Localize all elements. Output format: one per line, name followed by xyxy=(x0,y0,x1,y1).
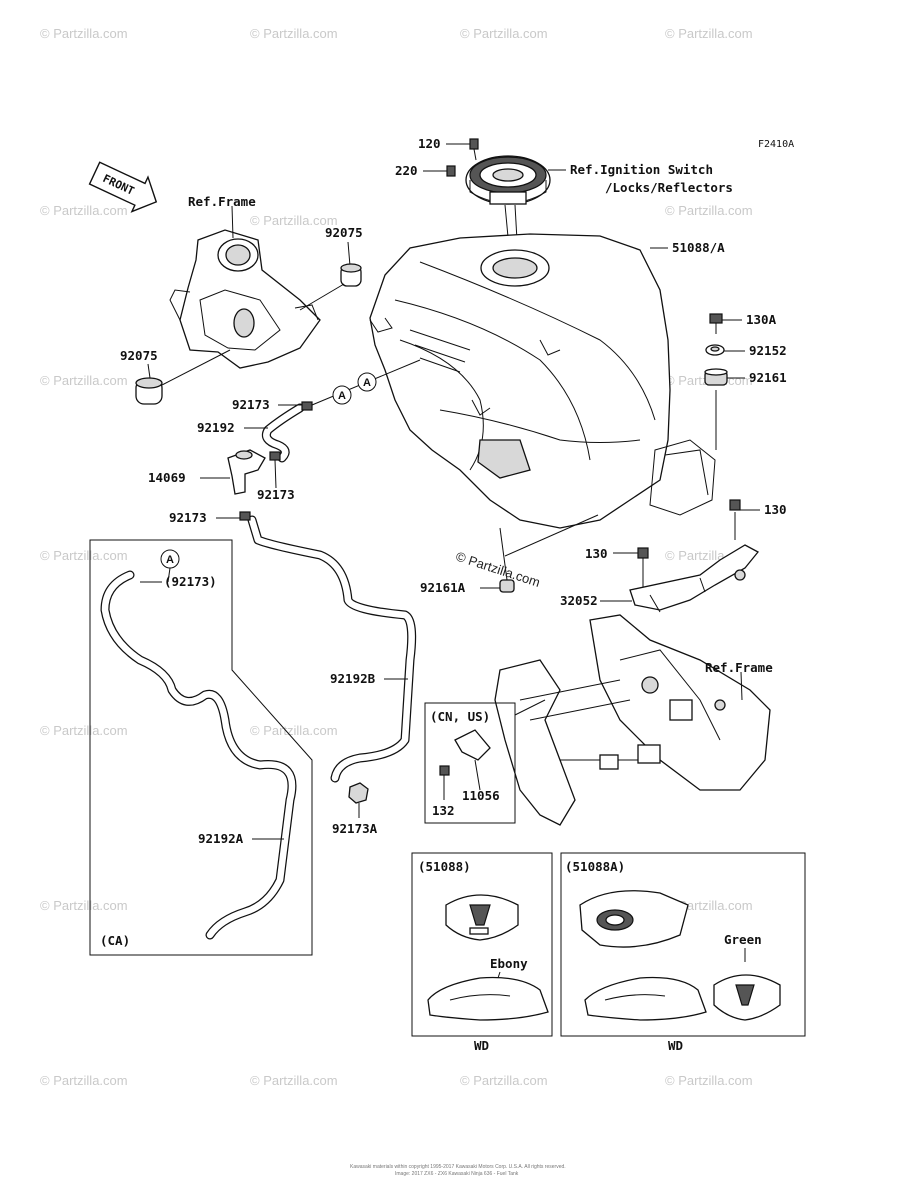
hose-92192-part xyxy=(261,403,305,463)
frame-bottom-part xyxy=(494,614,771,826)
ref-marker-A xyxy=(357,372,377,392)
screw-132-icon xyxy=(439,765,450,800)
label-130-mid: 130 xyxy=(585,546,608,561)
label-130-right: 130 xyxy=(764,502,787,517)
ca-region-box xyxy=(89,539,313,956)
watermark: © Partzilla.com xyxy=(665,26,753,41)
label-120: 120 xyxy=(418,136,441,151)
figure-code: F2410A xyxy=(758,139,794,150)
watermark: © Partzilla.com xyxy=(40,1073,128,1088)
label-51088-A: 51088/A xyxy=(672,240,725,255)
label-92192: 92192 xyxy=(197,420,235,435)
frame-head-part xyxy=(169,229,321,369)
label-wd-2: WD xyxy=(668,1038,683,1053)
label-ref-ignition-2: /Locks/Reflectors xyxy=(605,180,733,195)
label-ebony: Ebony xyxy=(490,956,528,971)
hose-92192B-part xyxy=(247,515,417,783)
watermark: © Partzilla.com xyxy=(250,723,338,738)
collar-92152-icon xyxy=(705,344,725,356)
tank-cover-top-view xyxy=(445,894,519,941)
footer-copyright: Kawasaki materials within copyright 1995… xyxy=(350,1164,566,1170)
grommet-92075-left xyxy=(135,377,163,405)
tank-side-view-51088A xyxy=(584,976,707,1021)
label-92173-a: 92173 xyxy=(232,397,270,412)
label-92173-c: 92173 xyxy=(169,510,207,525)
label-ref-ignition-1: Ref.Ignition Switch xyxy=(570,162,713,177)
label-box-51088: (51088) xyxy=(418,859,471,874)
watermark: © Partzilla.com xyxy=(40,898,128,913)
damper-92161-icon xyxy=(704,368,728,386)
watermark: © Partzilla.com xyxy=(250,1073,338,1088)
damper-92161A-icon xyxy=(499,579,515,593)
ref-marker-A-label: A xyxy=(363,377,371,389)
label-92192B: 92192B xyxy=(330,671,376,686)
box-51088A xyxy=(560,852,806,1037)
label-92173A: 92173A xyxy=(332,821,378,836)
box-51088 xyxy=(411,852,553,1037)
watermark: © Partzilla.com xyxy=(250,26,338,41)
label-11056: 11056 xyxy=(462,788,500,803)
screw-220-icon xyxy=(446,165,456,177)
watermark: © Partzilla.com xyxy=(40,723,128,738)
label-ref-frame-bottom: Ref.Frame xyxy=(705,660,773,675)
clamp-92173-b-icon xyxy=(269,451,281,461)
bolt-130-mid-icon xyxy=(637,547,649,559)
label-92152: 92152 xyxy=(749,343,787,358)
label-ref-frame-top: Ref.Frame xyxy=(188,194,256,209)
watermark: © Partzilla.com xyxy=(40,373,128,388)
watermark: © Partzilla.com xyxy=(460,1073,548,1088)
label-132: 132 xyxy=(432,803,455,818)
label-92075-left: 92075 xyxy=(120,348,158,363)
watermark: © Partzilla.com xyxy=(665,1073,753,1088)
footer-image-title: Image: 2017 ZX6 - ZX6 Kawasaki Ninja 636… xyxy=(395,1171,519,1177)
watermark: © Partzilla.com xyxy=(40,548,128,563)
grommet-92075-top xyxy=(340,263,362,287)
label-92173-paren: (92173) xyxy=(164,574,217,589)
ref-marker-A-label: A xyxy=(338,390,346,402)
nut-92173A-icon xyxy=(348,782,369,804)
bolt-130A-icon xyxy=(709,313,723,334)
clip-11056-part xyxy=(454,729,491,791)
screw-120-icon xyxy=(469,138,479,161)
fuel-cap-part xyxy=(465,155,551,205)
label-32052: 32052 xyxy=(560,593,598,608)
ref-marker-A-label: A xyxy=(166,554,174,566)
label-green: Green xyxy=(724,932,762,947)
label-cn-us: (CN, US) xyxy=(430,709,490,724)
label-92075-top: 92075 xyxy=(325,225,363,240)
fuel-tank-part xyxy=(369,233,716,529)
label-wd-1: WD xyxy=(474,1038,489,1053)
tank-cover-top-view-green xyxy=(713,974,781,1021)
label-92192A: 92192A xyxy=(198,831,244,846)
tank-top-view-51088A xyxy=(579,890,689,948)
label-92161A: 92161A xyxy=(420,580,466,595)
label-92161: 92161 xyxy=(749,370,787,385)
watermark: © Partzilla.com xyxy=(665,203,753,218)
label-box-51088A: (51088A) xyxy=(565,859,625,874)
ref-marker-A xyxy=(332,385,352,405)
watermark: © Partzilla.com xyxy=(250,213,338,228)
label-ca: (CA) xyxy=(100,933,130,948)
watermark: © Partzilla.com xyxy=(460,26,548,41)
label-92173-b: 92173 xyxy=(257,487,295,502)
bolt-130-right-icon xyxy=(729,499,741,511)
bracket-32052-part xyxy=(629,544,759,613)
clamp-92173-c-icon xyxy=(239,511,251,521)
tank-side-view-ebony xyxy=(427,976,549,1021)
watermark: © Partzilla.com xyxy=(40,26,128,41)
label-14069: 14069 xyxy=(148,470,186,485)
clamp-92173-icon xyxy=(301,401,313,411)
fitting-14069-part xyxy=(227,449,266,495)
hose-92192A-part xyxy=(100,570,297,940)
label-130A: 130A xyxy=(746,312,777,327)
cn-us-region-box xyxy=(424,702,516,824)
center-watermark: © Partzilla.com xyxy=(454,549,542,590)
label-220: 220 xyxy=(395,163,418,178)
watermark: © Partzilla.com xyxy=(40,203,128,218)
